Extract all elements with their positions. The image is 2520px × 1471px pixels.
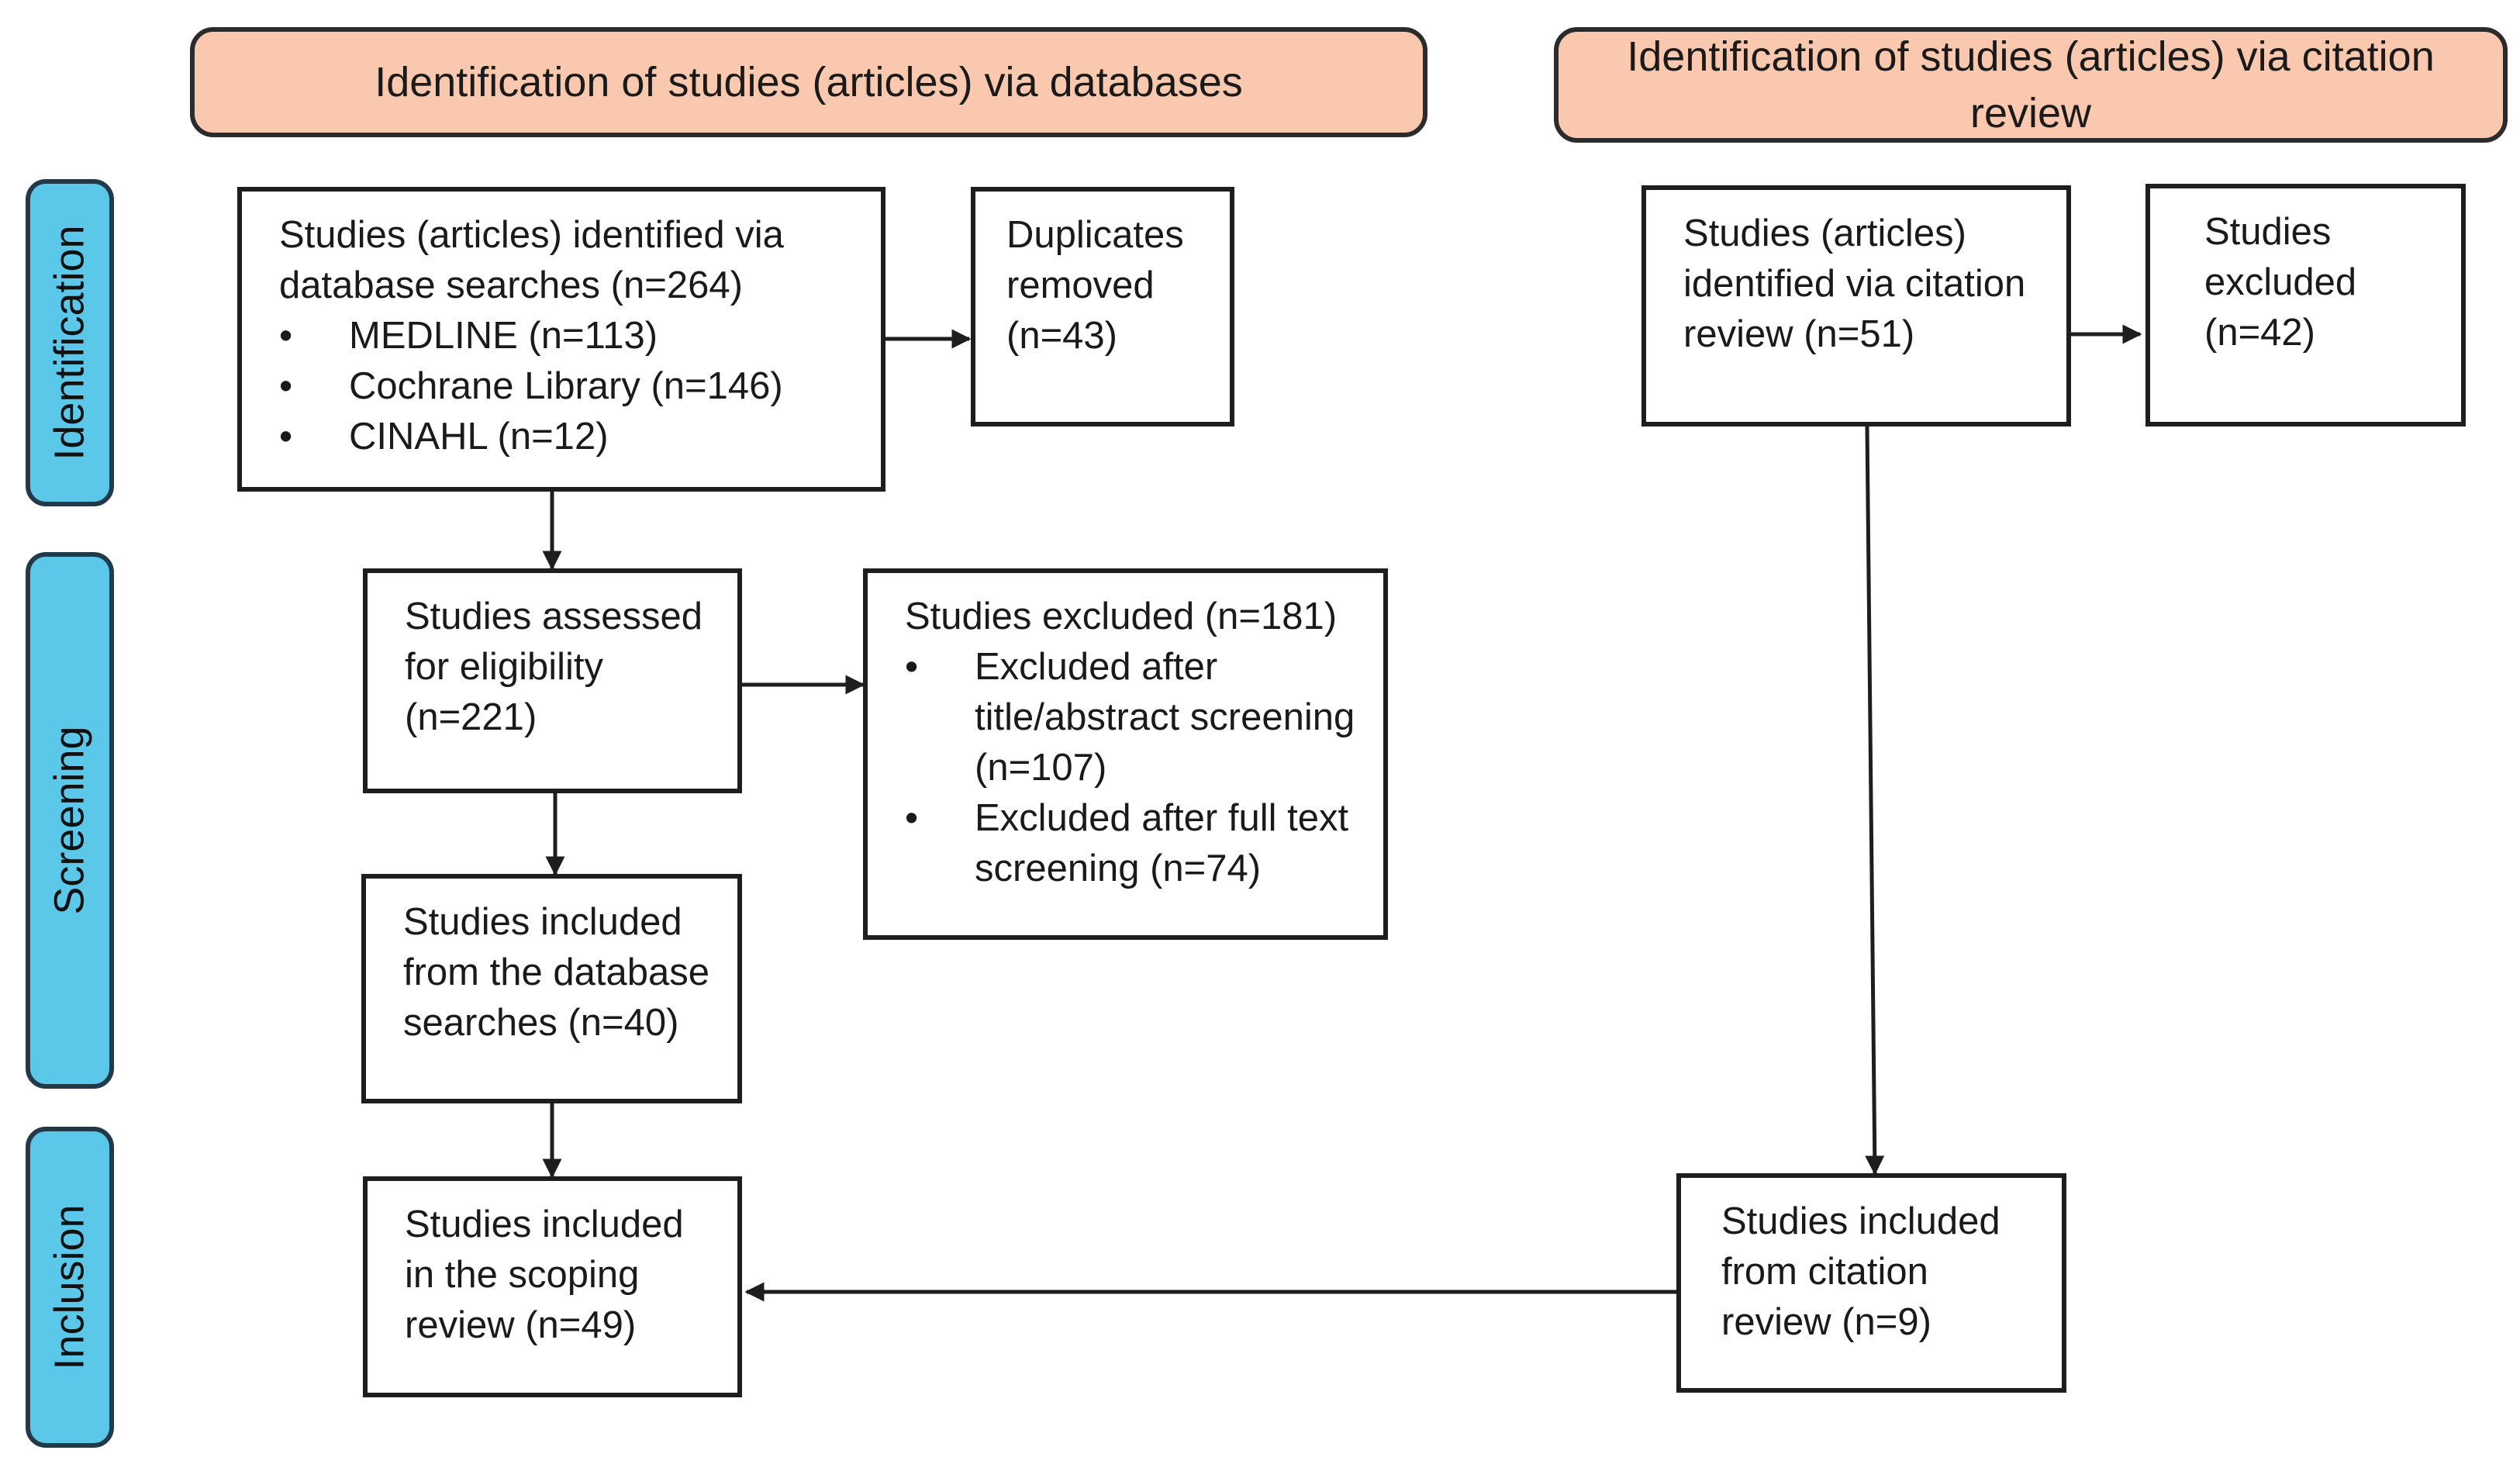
source-cinahl: CINAHL (n=12) — [279, 412, 881, 462]
source-cochrane: Cochrane Library (n=146) — [279, 361, 881, 412]
box-database-included: Studies included from the database searc… — [361, 874, 742, 1103]
duplicates-removed-text: Duplicates removed (n=43) — [1006, 214, 1184, 357]
header-databases-text: Identification of studies (articles) via… — [375, 58, 1243, 105]
box-citation-included: Studies included from citation review (n… — [1676, 1173, 2066, 1393]
stage-identification-label: Identification — [47, 225, 94, 461]
assessed-eligibility-text: Studies assessed for eligibility (n=221) — [405, 596, 703, 738]
box-studies-excluded: Studies excluded (n=181) Excluded after … — [863, 568, 1388, 940]
stage-identification: Identification — [26, 179, 114, 506]
source-medline: MEDLINE (n=113) — [279, 311, 881, 361]
arrow-citation-to-included — [1865, 426, 1885, 1176]
box-citation-identified: Studies (articles) identified via citati… — [1641, 185, 2071, 426]
database-included-text: Studies included from the database searc… — [403, 901, 709, 1044]
citation-excluded-text: Studies excluded (n=42) — [2204, 211, 2357, 354]
excluded-full-text: Excluded after full text screening (n=74… — [905, 793, 1368, 894]
box-duplicates-removed: Duplicates removed (n=43) — [971, 187, 1234, 426]
excluded-title-abstract: Excluded after title/abstract screening … — [905, 642, 1368, 793]
citation-included-text: Studies included from citation review (n… — [1721, 1200, 2000, 1343]
citation-identified-text: Studies (articles) identified via citati… — [1683, 212, 2026, 355]
header-citation: Identification of studies (articles) via… — [1554, 27, 2508, 143]
box-database-identified: Studies (articles) identified via databa… — [237, 187, 885, 492]
box-scoping-review: Studies included in the scoping review (… — [363, 1176, 742, 1397]
stage-screening: Screening — [26, 552, 114, 1089]
stage-inclusion-label: Inclusion — [47, 1204, 94, 1370]
box-citation-excluded: Studies excluded (n=42) — [2145, 184, 2466, 426]
database-identified-text: Studies (articles) identified via databa… — [279, 214, 784, 306]
stage-inclusion: Inclusion — [26, 1127, 114, 1448]
scoping-review-text: Studies included in the scoping review (… — [405, 1203, 684, 1346]
studies-excluded-text: Studies excluded (n=181) — [905, 596, 1338, 637]
excluded-reasons-list: Excluded after title/abstract screening … — [905, 642, 1368, 894]
header-databases: Identification of studies (articles) via… — [190, 27, 1427, 137]
stage-screening-label: Screening — [47, 726, 94, 915]
box-assessed-eligibility: Studies assessed for eligibility (n=221) — [363, 568, 742, 793]
database-source-list: MEDLINE (n=113) Cochrane Library (n=146)… — [279, 311, 881, 462]
header-citation-text: Identification of studies (articles) via… — [1627, 33, 2435, 136]
